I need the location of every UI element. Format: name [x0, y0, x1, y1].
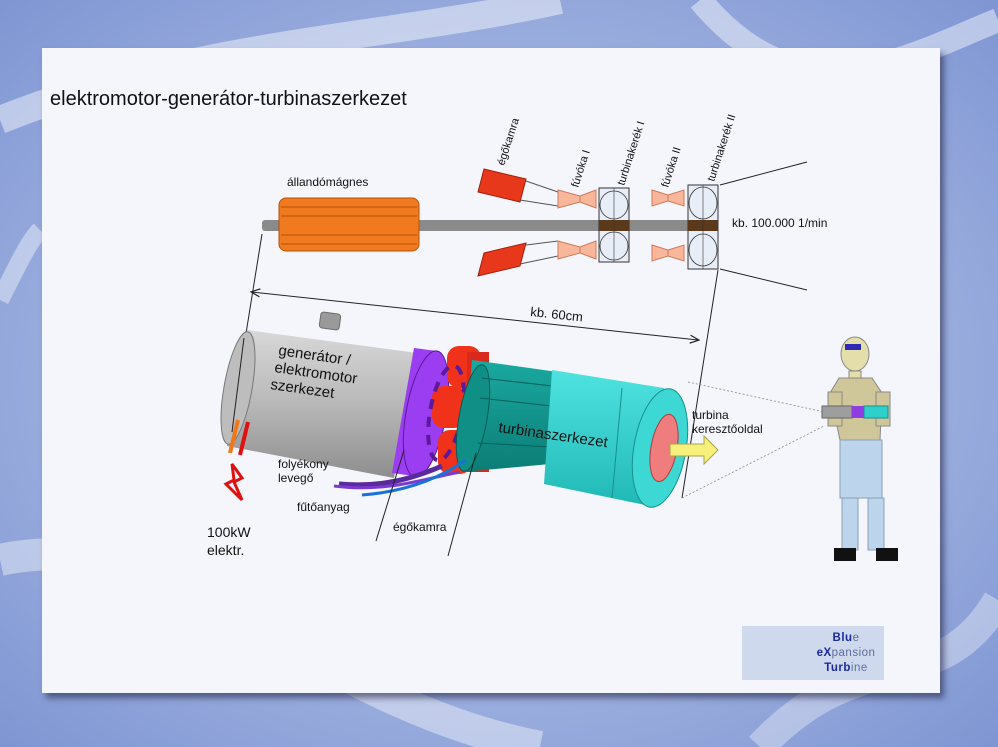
lightning-icon — [223, 463, 245, 502]
nozzle-2 — [651, 189, 685, 262]
logo-line2-strong: eX — [816, 647, 832, 659]
blue-expansion-turbine-logo: Blue eXpansion Turbine — [742, 626, 884, 680]
cross-section-label-1: turbina — [692, 408, 729, 422]
fuel-line — [361, 458, 467, 497]
permanent-magnet — [278, 197, 420, 252]
logo-line3-light: ine — [850, 662, 868, 674]
logo-line3-strong: Turb — [824, 662, 851, 674]
nozzle-2-label: fúvóka II — [659, 146, 683, 189]
air-label-2: levegő — [278, 471, 314, 485]
power-label-2: elektr. — [207, 542, 244, 558]
logo-line1-light: e — [852, 632, 860, 644]
air-label-1: folyékony — [278, 457, 329, 471]
logo-line1-strong: Blu — [832, 632, 853, 644]
magnet-label: állandómágnes — [287, 175, 368, 189]
combustion-label-3d: égőkamra — [393, 520, 447, 534]
cross-section-label-2: keresztőoldal — [692, 422, 763, 436]
turbine-cross-section — [649, 413, 719, 483]
fuel-label: fűtőanyag — [297, 500, 350, 514]
nozzle-1 — [557, 189, 597, 260]
combustion-pointer-1 — [375, 449, 405, 542]
turbine-wheel-1-label: turbinakerék I — [615, 120, 647, 187]
slide-panel: elektromotor-generátor-turbinaszerkezet — [42, 48, 940, 693]
turbine-wheel-2-label: turbinakerék II — [705, 113, 738, 183]
combustion-pointer-2 — [447, 452, 477, 557]
turbine-wheel-1 — [598, 187, 630, 263]
rpm-label: kb. 100.000 1/min — [732, 216, 827, 230]
logo-line2-light: pansion — [831, 647, 876, 659]
air-line — [333, 463, 461, 490]
page-title: elektromotor-generátor-turbinaszerkezet — [50, 88, 407, 110]
combustion-label-top: égőkamra — [495, 116, 522, 167]
power-label-1: 100kW — [207, 524, 251, 540]
turbine-wheel-2 — [687, 161, 808, 291]
power-cables — [228, 419, 250, 456]
combustion-chamber-top — [477, 168, 559, 277]
nozzle-1-label: fúvóka I — [569, 149, 592, 189]
generator-body — [220, 311, 417, 478]
human-figure — [681, 336, 898, 561]
turbine-diagram: állandómágnes — [207, 113, 898, 673]
length-label: kb. 60cm — [530, 304, 584, 324]
